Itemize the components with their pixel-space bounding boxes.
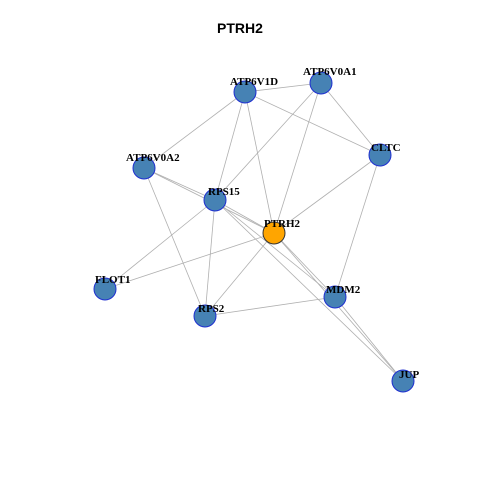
node-atp6v0a2 [132, 156, 156, 180]
edge-atp6v1d-atp6v0a2 [143, 91, 246, 169]
node-rps2 [193, 304, 217, 328]
edge-atp6v1d-ptrh2 [244, 91, 275, 234]
node-label-rps15: RPS15 [208, 186, 240, 198]
edge-rps15-flot1 [104, 199, 216, 290]
node-label-atp6v1d: ATP6V1D [230, 76, 278, 88]
node-ptrh2 [262, 221, 286, 245]
node-label-jup: JUP [399, 369, 419, 381]
edge-ptrh2-rps2 [204, 232, 275, 317]
edge-rps15-rps2 [204, 199, 216, 317]
node-atp6v0a1 [309, 71, 333, 95]
edge-ptrh2-flot1 [104, 232, 275, 290]
edge-atp6v0a1-ptrh2 [273, 82, 322, 234]
edge-atp6v0a2-rps15 [143, 167, 216, 201]
edge-atp6v0a2-rps2 [143, 167, 206, 317]
node-label-flot1: FLOT1 [95, 274, 130, 286]
node-rps15 [203, 188, 227, 212]
edge-atp6v1d-atp6v0a1 [244, 82, 322, 93]
node-flot1 [93, 277, 117, 301]
edge-atp6v0a1-rps15 [214, 82, 322, 201]
node-label-atp6v0a2: ATP6V0A2 [126, 152, 180, 164]
edge-ptrh2-mdm2 [273, 232, 336, 298]
edge-cltc-mdm2 [334, 154, 381, 298]
edge-mdm2-rps2 [204, 296, 336, 317]
node-atp6v1d [233, 80, 257, 104]
edge-mdm2-jup [334, 296, 404, 382]
node-label-mdm2: MDM2 [326, 284, 361, 296]
edge-atp6v1d-rps15 [214, 91, 246, 201]
node-label-ptrh2: PTRH2 [264, 218, 301, 230]
node-layer [93, 71, 415, 393]
node-label-rps2: RPS2 [198, 303, 225, 315]
edge-atp6v0a1-cltc [320, 82, 381, 156]
node-jup [391, 369, 415, 393]
node-cltc [368, 143, 392, 167]
figure-title: PTRH2 [217, 20, 263, 36]
edge-layer [104, 82, 404, 382]
edge-rps15-mdm2 [214, 199, 336, 298]
node-mdm2 [323, 285, 347, 309]
node-label-atp6v0a1: ATP6V0A1 [303, 66, 357, 78]
node-label-cltc: CLTC [371, 142, 401, 154]
edge-rps15-jup [214, 199, 404, 382]
edge-atp6v1d-cltc [244, 91, 381, 156]
edge-cltc-ptrh2 [273, 154, 381, 234]
